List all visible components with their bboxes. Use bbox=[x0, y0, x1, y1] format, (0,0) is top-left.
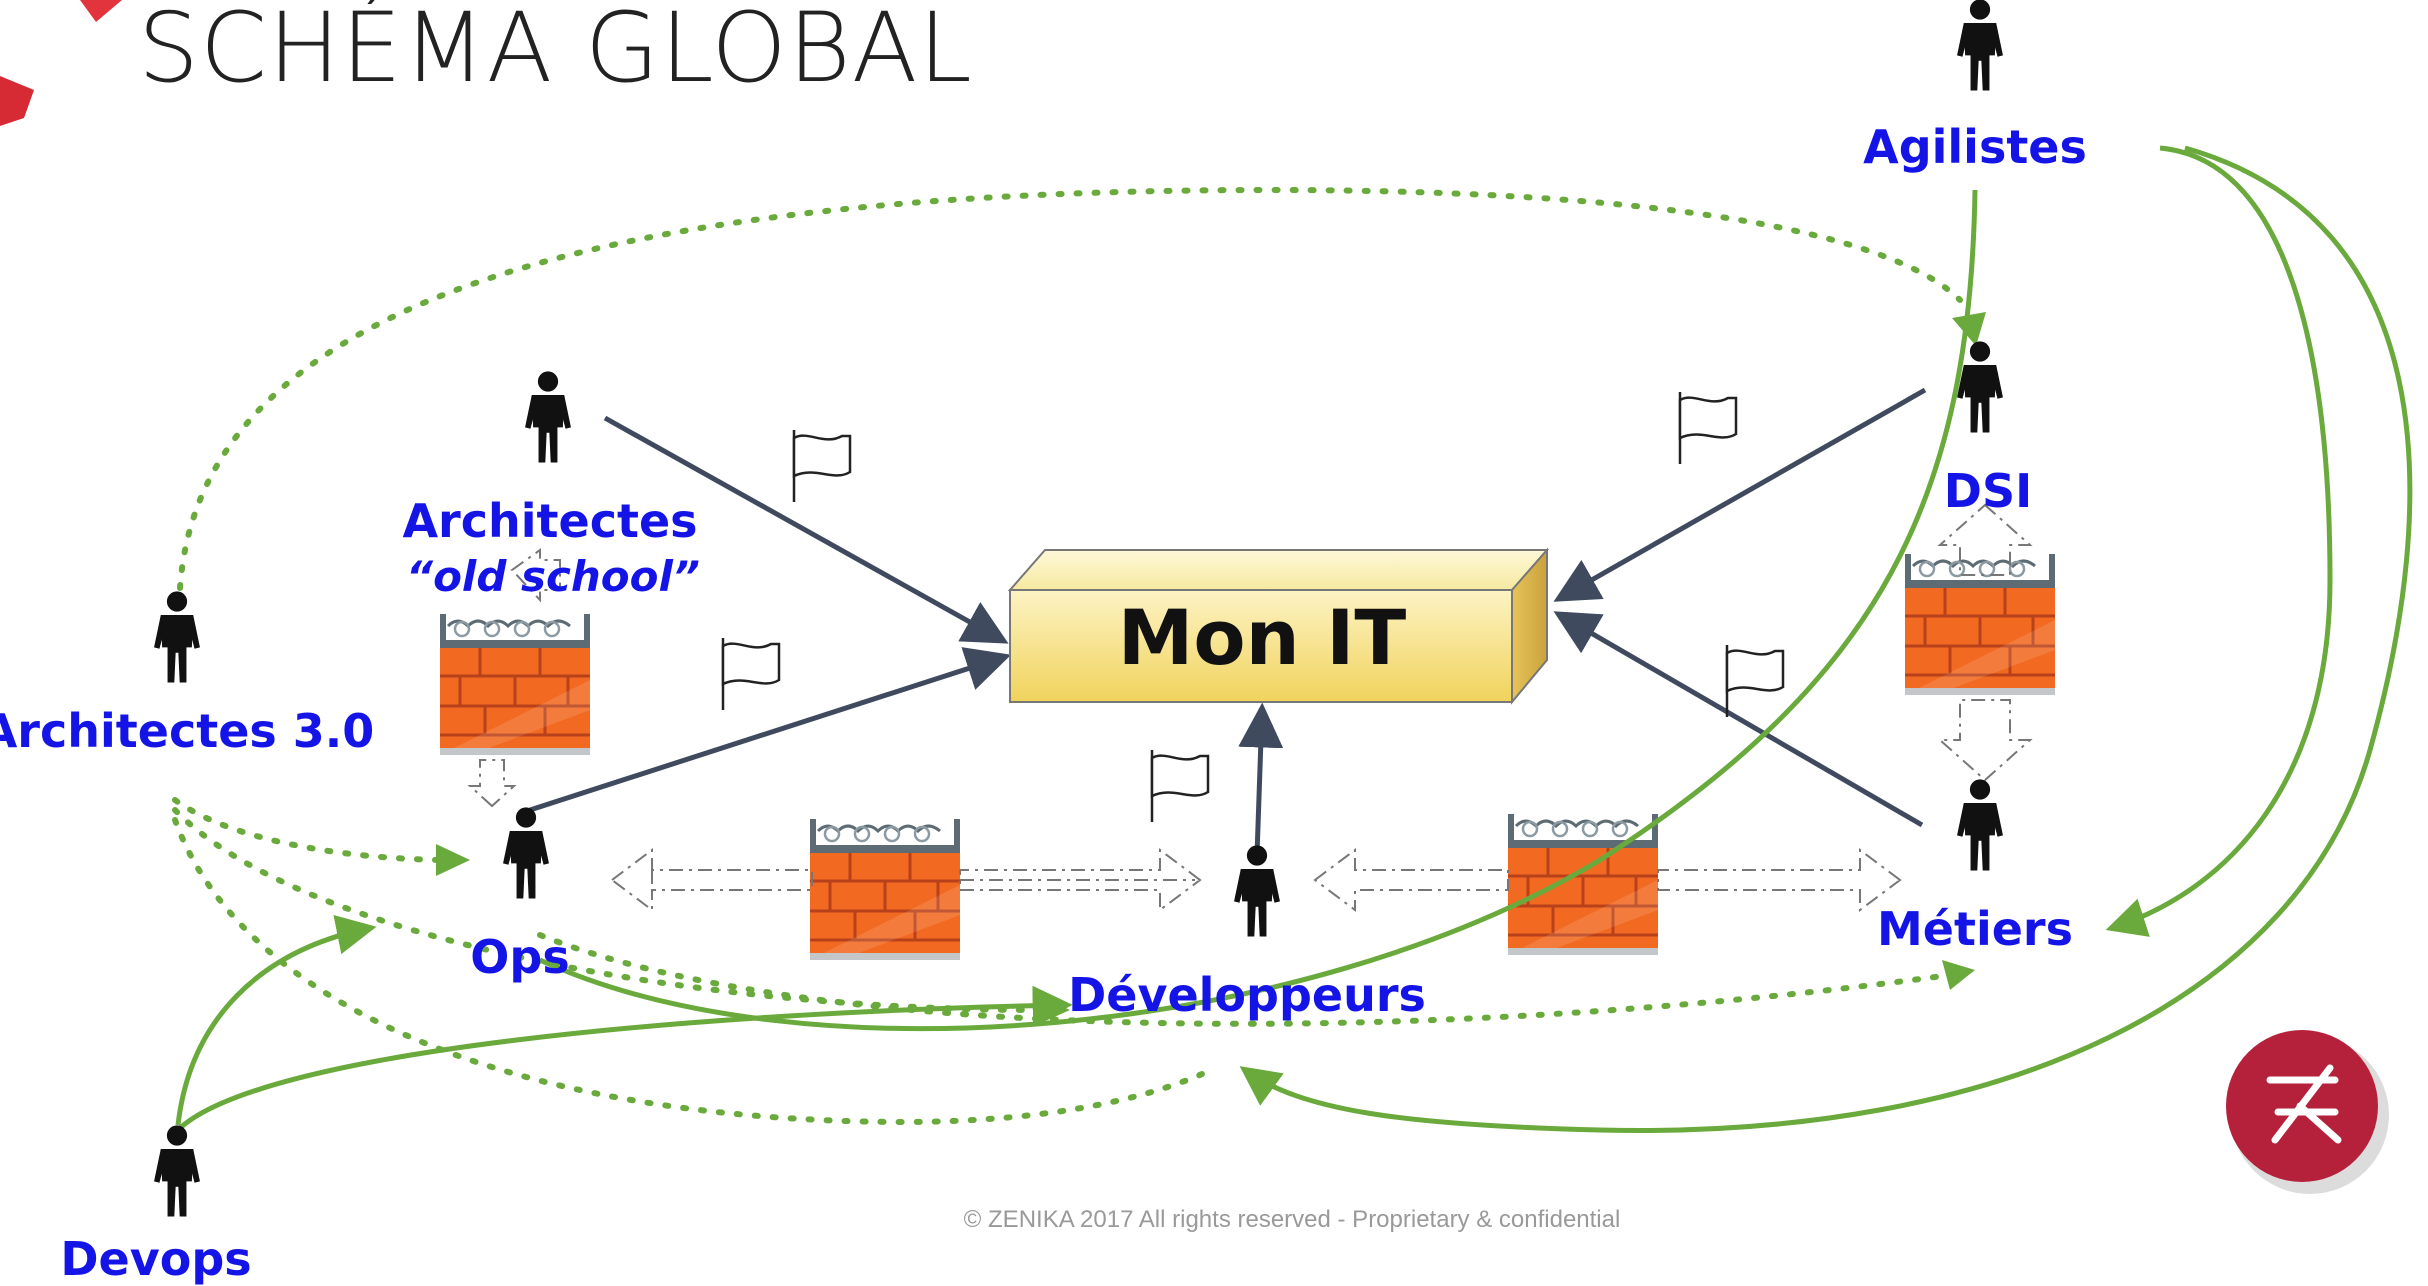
dotted-architectes-to-developpeurs bbox=[172, 807, 1043, 1013]
role-label-developpeurs: Développeurs bbox=[1068, 968, 1426, 1022]
dotted-architectes-to-ops bbox=[172, 797, 443, 863]
agilistes-to-developpeurs bbox=[1239, 145, 2413, 1133]
firewall-icon bbox=[438, 612, 592, 757]
footer-copyright: © ZENIKA 2017 All rights reserved - Prop… bbox=[963, 1206, 1621, 1233]
role-label-old-school: “old school” bbox=[406, 552, 700, 601]
mon-it-box bbox=[1007, 547, 1550, 705]
role-label-metiers: Métiers bbox=[1877, 902, 2073, 956]
mon-it-label: Mon IT bbox=[1117, 593, 1407, 682]
flag-icon bbox=[792, 428, 852, 504]
person-icon bbox=[1234, 845, 1280, 937]
flag-icon bbox=[721, 636, 781, 712]
flag-icon bbox=[1725, 643, 1785, 719]
dotted-ops-to-metiers bbox=[537, 932, 1953, 1027]
role-label-ops: Ops bbox=[470, 930, 570, 984]
role-label-dsi: DSI bbox=[1943, 464, 2033, 518]
firewall-icon bbox=[1903, 552, 2057, 697]
zenika-logo-icon bbox=[2226, 1030, 2389, 1194]
dark-arrows bbox=[529, 387, 1927, 856]
person-icon bbox=[1957, 779, 2003, 871]
firewall-icon bbox=[808, 817, 962, 962]
person-icon bbox=[525, 371, 571, 463]
dotted-arch-architectes-to-dsi bbox=[177, 186, 1963, 591]
role-label-devops: Devops bbox=[60, 1232, 252, 1286]
role-label-architectes-30: Architectes 3.0 bbox=[0, 704, 375, 758]
role-label-agilistes: Agilistes bbox=[1863, 120, 2087, 174]
person-icon bbox=[154, 591, 200, 683]
person-icon bbox=[1957, 0, 2003, 91]
devops-to-ops bbox=[175, 914, 377, 1126]
dashed-block-arrows bbox=[467, 503, 2033, 912]
dotted-connections bbox=[172, 186, 1963, 1126]
corner-decoration bbox=[0, 0, 122, 126]
page-title: SCHÉMA GLOBAL bbox=[138, 0, 973, 104]
solid-green-connections bbox=[175, 145, 2413, 1133]
agilistes-to-metiers bbox=[2105, 145, 2333, 937]
person-icon bbox=[154, 1125, 200, 1217]
agilistes-to-ops bbox=[538, 189, 1978, 1032]
devops-to-developpeurs bbox=[176, 985, 1073, 1132]
flag-icon bbox=[1678, 390, 1738, 466]
role-label-architectes-old: Architectes bbox=[402, 494, 698, 548]
dotted-architectes-to-devdown bbox=[172, 817, 1218, 1126]
flag-icon bbox=[1150, 748, 1210, 824]
person-icon bbox=[503, 807, 549, 899]
